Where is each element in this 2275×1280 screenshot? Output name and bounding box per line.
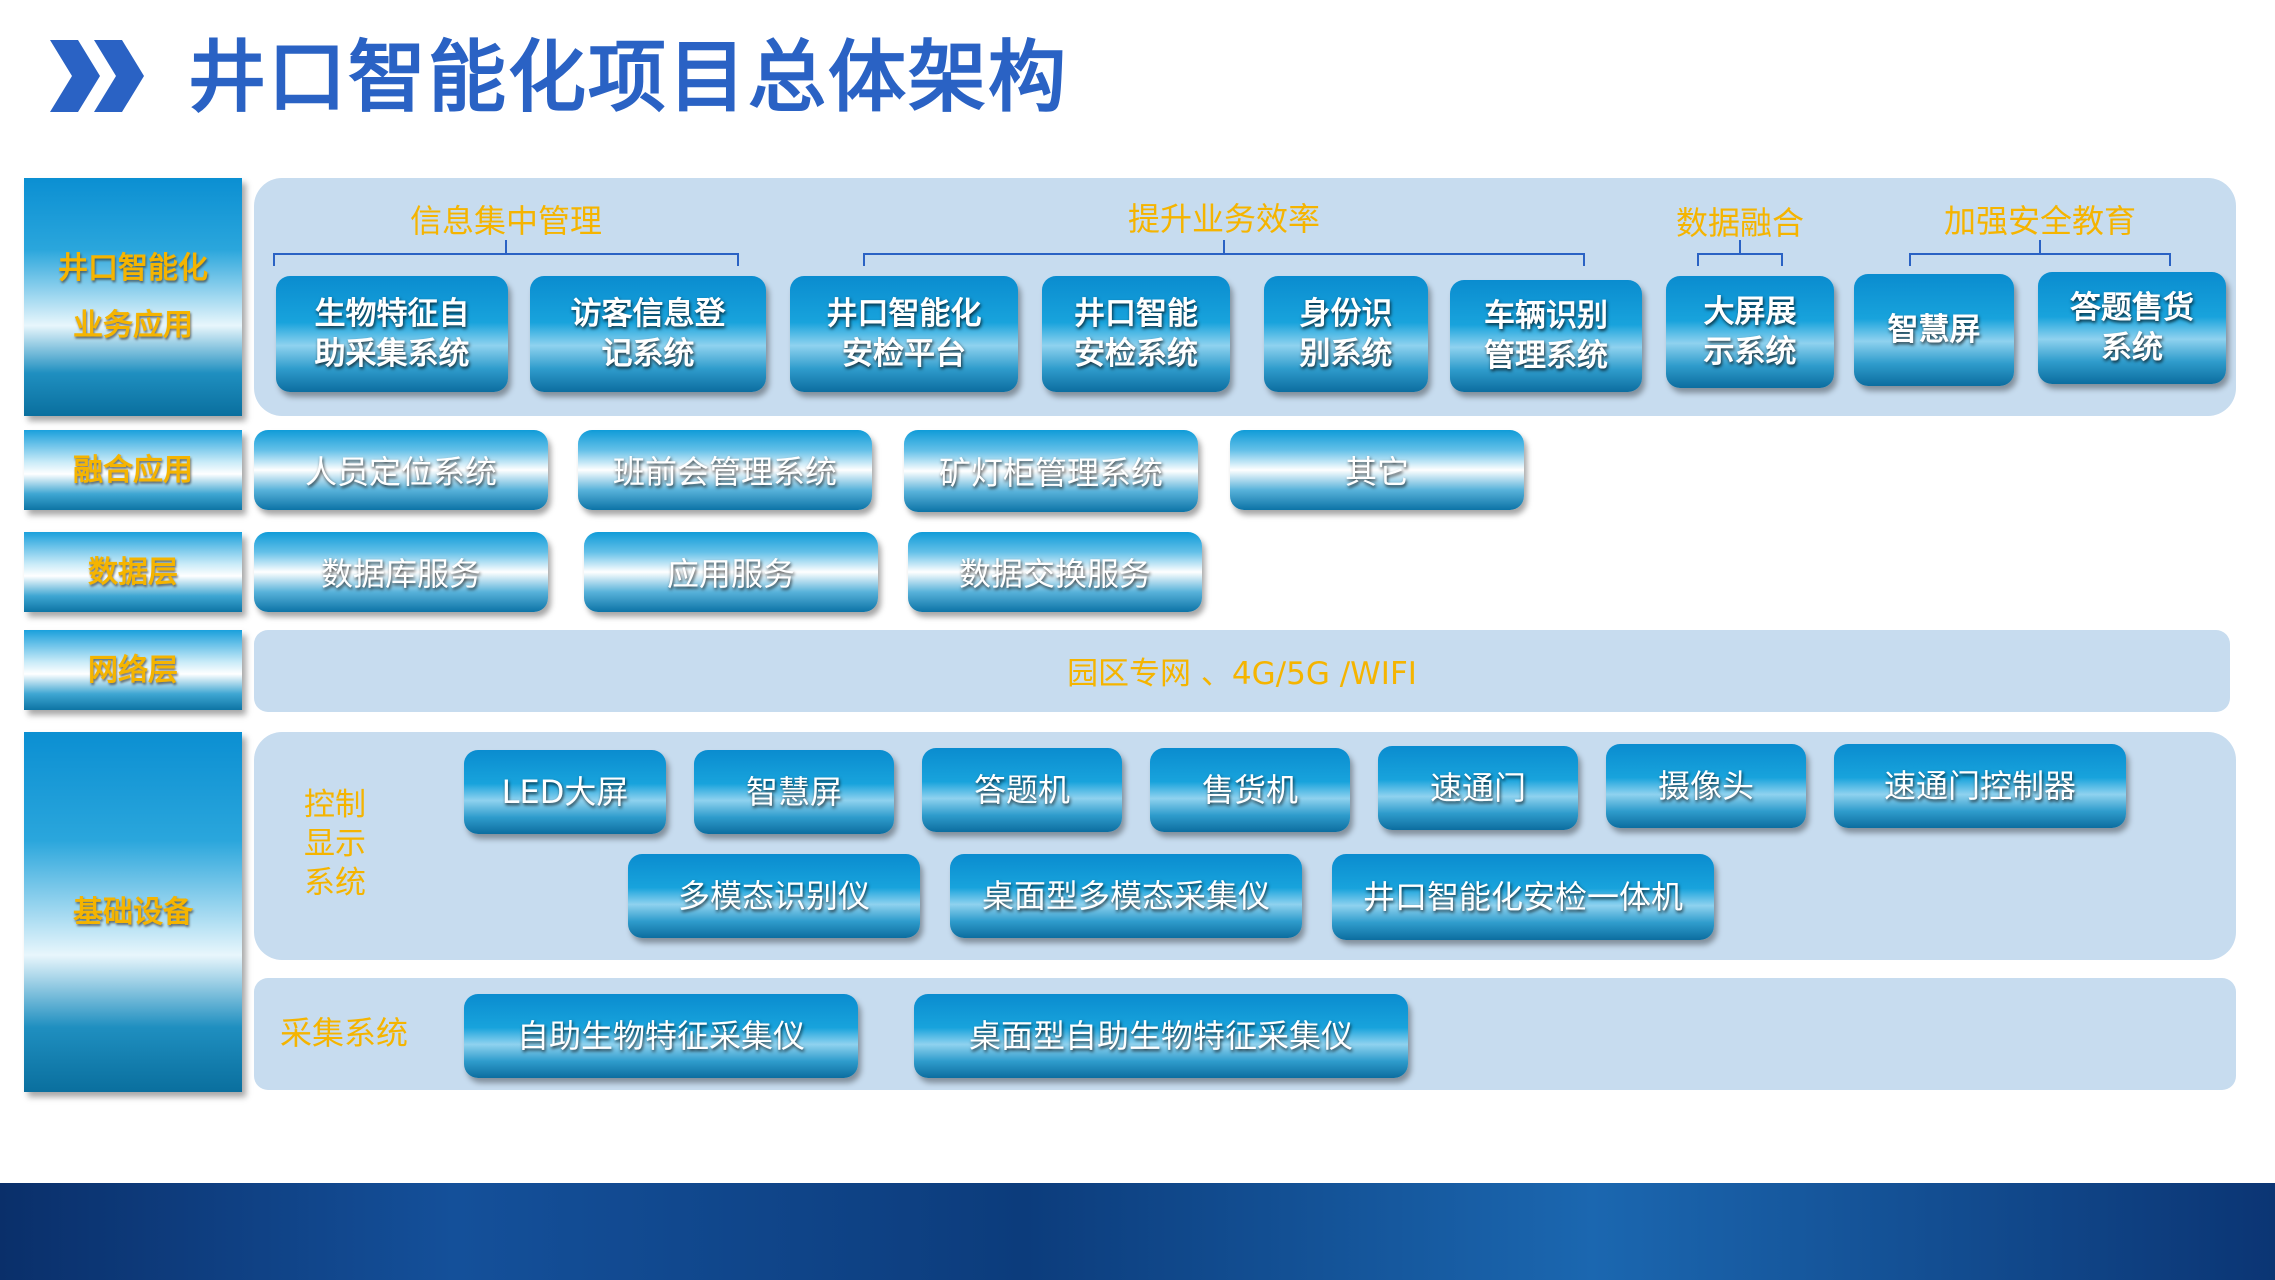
fusion-item[interactable]: 人员定位系统 (254, 430, 548, 510)
footer-band (0, 1183, 2275, 1280)
layer-label-network: 网络层 (24, 630, 242, 710)
control-label: 控制 显示 系统 (304, 787, 366, 901)
layer-label-app-line: 井口智能化 (58, 251, 208, 286)
network-text: 园区专网 、4G/5G /WIFI (1067, 655, 1417, 692)
app-system-box[interactable]: 智慧屏 (1854, 274, 2014, 386)
page-title: 井口智能化项目总体架构 (188, 33, 1069, 123)
network-panel (254, 630, 2230, 712)
category-label: 提升业务效率 (1127, 200, 1320, 238)
device-box[interactable]: 速通门控制器 (1834, 744, 2126, 828)
device-box[interactable]: 桌面型多模态采集仪 (950, 854, 1302, 938)
app-system-box[interactable]: 生物特征自助采集系统 (276, 276, 508, 392)
layer-label-app: 井口智能化业务应用 (24, 178, 242, 416)
data-item[interactable]: 数据交换服务 (908, 532, 1202, 612)
fusion-item[interactable]: 矿灯柜管理系统 (904, 430, 1198, 512)
device-box[interactable]: LED大屏 (464, 750, 666, 834)
layer-label-base: 基础设备 (24, 732, 242, 1092)
layer-label-data: 数据层 (24, 532, 242, 612)
fusion-item[interactable]: 其它 (1230, 430, 1524, 510)
device-box[interactable]: 摄像头 (1606, 744, 1806, 828)
device-box[interactable]: 智慧屏 (694, 750, 894, 834)
device-box[interactable]: 售货机 (1150, 748, 1350, 832)
collect-label: 采集系统 (280, 1014, 409, 1052)
app-system-box[interactable]: 车辆识别管理系统 (1450, 280, 1642, 392)
app-system-box[interactable]: 井口智能化安检平台 (790, 276, 1018, 392)
fusion-item[interactable]: 班前会管理系统 (578, 430, 872, 510)
data-item[interactable]: 应用服务 (584, 532, 878, 612)
category-brackets (273, 240, 2171, 266)
collect-device-box[interactable]: 桌面型自助生物特征采集仪 (914, 994, 1408, 1078)
device-box[interactable]: 井口智能化安检一体机 (1332, 854, 1714, 940)
category-label: 数据融合 (1675, 204, 1804, 242)
device-box[interactable]: 多模态识别仪 (628, 854, 920, 938)
layer-label-app-line: 业务应用 (73, 308, 193, 343)
double-chevron-icon (50, 40, 144, 112)
category-label: 信息集中管理 (409, 202, 602, 240)
layer-label-fusion: 融合应用 (24, 430, 242, 510)
app-system-box[interactable]: 身份识别系统 (1264, 276, 1428, 392)
app-system-box[interactable]: 答题售货系统 (2038, 272, 2226, 384)
device-box[interactable]: 答题机 (922, 748, 1122, 832)
app-system-box[interactable]: 访客信息登记系统 (530, 276, 766, 392)
device-box[interactable]: 速通门 (1378, 746, 1578, 830)
collect-device-box[interactable]: 自助生物特征采集仪 (464, 994, 858, 1078)
data-item[interactable]: 数据库服务 (254, 532, 548, 612)
app-system-box[interactable]: 井口智能安检系统 (1042, 276, 1230, 392)
app-system-box[interactable]: 大屏展示系统 (1666, 276, 1834, 388)
category-label: 加强安全教育 (1943, 202, 2136, 240)
